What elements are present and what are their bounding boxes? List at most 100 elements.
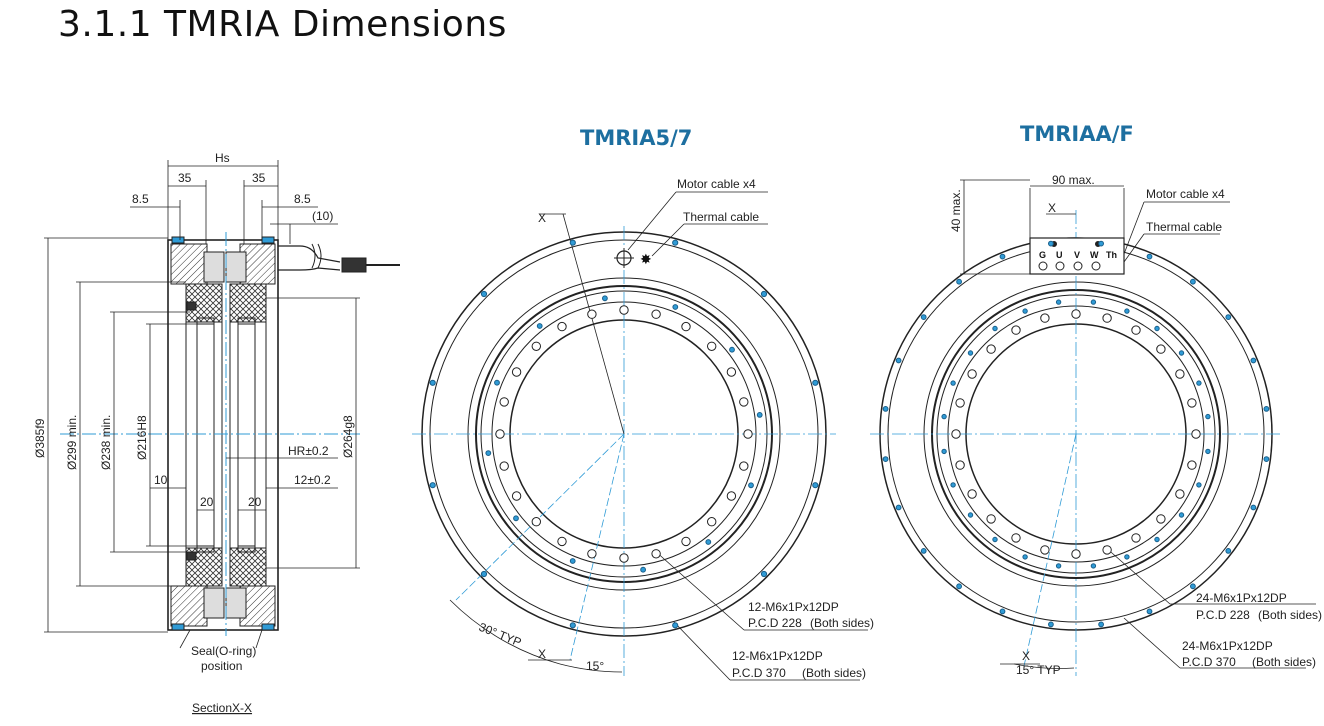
seal-label: Seal(O-ring) [191, 644, 256, 658]
mounting-hole [1175, 489, 1185, 499]
outer-bolt-hole [999, 253, 1006, 260]
view2-callout1-line1: 24-M6x1Px12DP [1196, 591, 1287, 605]
view2-40max: 40 max. [949, 189, 963, 232]
terminal-u: U [1056, 250, 1063, 260]
view1-callout2-line1: 12-M6x1Px12DP [732, 649, 823, 663]
mounting-hole [557, 536, 567, 547]
inner-bolt-hole [536, 323, 543, 329]
mounting-hole [986, 344, 996, 354]
dim-d264: Ø264g8 [341, 415, 355, 458]
mounting-hole [499, 397, 509, 407]
mounting-hole [651, 309, 661, 319]
inner-bolt-hole [1124, 308, 1130, 314]
view2-title: TMRIAA/F [1020, 122, 1134, 146]
outer-bolt-hole [1098, 240, 1104, 247]
outer-bolt-hole [1250, 357, 1257, 364]
dim-10-paren: (10) [312, 209, 333, 223]
inner-bolt-hole [1022, 308, 1028, 314]
mounting-hole [511, 491, 522, 501]
dim-8-5-right: 8.5 [294, 192, 311, 206]
view1-angle-15: 15° [586, 659, 604, 673]
inner-bolt-hole [1124, 554, 1130, 560]
mounting-hole [707, 517, 717, 527]
mounting-hole [955, 398, 965, 408]
dim-d238: Ø238 min. [99, 415, 113, 470]
mounting-hole [651, 549, 661, 559]
mounting-hole [619, 305, 629, 315]
outer-bolt-hole [1048, 240, 1054, 247]
mounting-hole [531, 341, 541, 351]
mounting-hole [557, 321, 567, 332]
mounting-hole [495, 429, 505, 439]
mounting-hole [1011, 533, 1021, 543]
terminal-v: V [1074, 250, 1080, 260]
outer-bolt-hole [1190, 583, 1196, 590]
outer-bolt-hole [895, 504, 902, 511]
inner-bolt-hole [967, 350, 974, 356]
outer-bolt-hole [812, 379, 819, 386]
view1-title: TMRIA5/7 [580, 126, 692, 150]
outer-bolt-hole [956, 583, 962, 590]
dim-35-left: 35 [178, 171, 192, 185]
section-labels: Hs 35 35 8.5 8.5 (10) Ø385f9 Ø299 min. Ø… [33, 151, 355, 715]
inner-bolt-hole [748, 482, 754, 489]
inner-bolt-hole [1154, 325, 1160, 332]
inner-bolt-hole [1055, 563, 1062, 569]
mounting-hole [1187, 460, 1197, 470]
mounting-hole [967, 489, 977, 499]
view1-x-top: X [538, 211, 546, 225]
mounting-hole [1131, 325, 1141, 335]
dim-d216: Ø216H8 [135, 415, 149, 460]
seal-label-position: position [201, 659, 242, 673]
mounting-hole [681, 321, 691, 332]
mounting-hole [681, 536, 691, 547]
outer-bolt-hole [956, 278, 962, 285]
section-caption: SectionX-X [192, 701, 252, 715]
mounting-hole [1102, 545, 1112, 555]
inner-bolt-hole [1055, 299, 1062, 305]
outer-bolt-hole [812, 482, 819, 489]
mounting-hole [1071, 309, 1081, 319]
terminal-th: Th [1106, 250, 1117, 260]
outer-bolt-hole [1225, 314, 1232, 321]
view2-callout2-line1: 24-M6x1Px12DP [1182, 639, 1273, 653]
dim-10: 10 [154, 473, 168, 487]
inner-bolt-hole [1022, 554, 1028, 560]
outer-bolt-hole [480, 290, 488, 298]
inner-bolt-hole [941, 413, 947, 420]
mounting-hole [707, 341, 717, 351]
outer-bolt-hole [672, 622, 679, 629]
outer-bolt-hole [480, 570, 488, 578]
outer-bolt-hole [429, 482, 436, 489]
inner-bolt-hole [672, 304, 679, 310]
view1-callout1-sides: (Both sides) [810, 616, 874, 630]
mounting-hole [619, 553, 629, 563]
inner-bolt-hole [485, 450, 492, 457]
view2-callout1-sides: (Both sides) [1258, 608, 1322, 622]
mounting-hole [743, 429, 753, 439]
outer-bolt-hole [760, 290, 768, 298]
mounting-hole [531, 517, 541, 527]
view1-thermal-cable-label: Thermal cable [683, 210, 759, 224]
section-view [44, 160, 400, 649]
inner-bolt-hole [494, 379, 500, 386]
view2-angle-typ: 15° TYP [1016, 663, 1061, 677]
mounting-hole [587, 309, 597, 319]
outer-bolt-hole [569, 622, 576, 629]
dim-20b: 20 [248, 495, 262, 509]
inner-bolt-hole [756, 412, 763, 418]
outer-bolt-hole [1190, 278, 1196, 285]
inner-bolt-hole [705, 539, 712, 545]
outer-bolt-hole [882, 456, 889, 463]
inner-bolt-hole [640, 566, 646, 573]
mounting-hole [1011, 325, 1021, 335]
terminal-g: G [1039, 250, 1046, 260]
inner-bolt-hole [1205, 413, 1211, 420]
view2-holes [882, 240, 1270, 628]
outer-bolt-hole [760, 570, 768, 578]
inner-bolt-hole [1178, 350, 1185, 356]
mounting-hole [1187, 398, 1197, 408]
inner-bolt-hole [1178, 512, 1185, 518]
mounting-hole [1040, 545, 1050, 555]
